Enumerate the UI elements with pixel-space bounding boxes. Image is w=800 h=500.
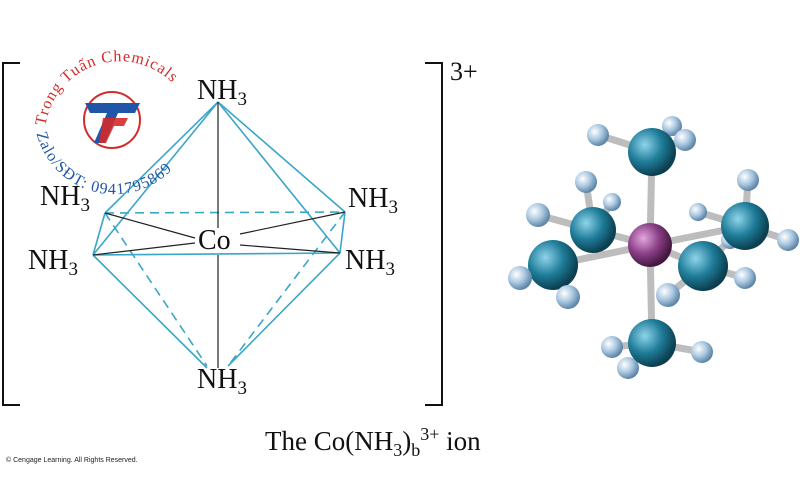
center-atom-label: Co xyxy=(198,225,231,256)
nitrogen-atoms xyxy=(570,128,769,367)
ligand-label-upper-right: NH3 xyxy=(348,183,398,218)
diagram-caption: The Co(NH3)b3+ ion xyxy=(265,424,481,460)
copyright-notice: © Cengage Learning. All Rights Reserved. xyxy=(6,457,138,464)
ligand-label-bottom: NH3 xyxy=(197,364,247,399)
ball-and-stick-model xyxy=(508,116,799,379)
ligand-label-top: NH3 xyxy=(197,75,247,110)
watermark-logo: Trong Tuấn Chemicals Zalo/SĐT: 094179586… xyxy=(33,48,181,198)
octahedron-solid-edges xyxy=(92,101,346,369)
hydrogen-atoms-back xyxy=(575,116,759,379)
nitrogen-atoms-front xyxy=(528,240,728,291)
ion-charge: 3+ xyxy=(450,57,478,86)
ligand-label-upper-left: NH3 xyxy=(40,181,90,216)
hydrogen-atoms-front xyxy=(508,129,799,363)
left-bracket xyxy=(2,62,20,406)
cobalt-atom xyxy=(628,223,672,267)
ligand-label-lower-left: NH3 xyxy=(28,245,78,280)
right-bracket xyxy=(425,62,443,406)
octahedron-dashed-edges xyxy=(104,211,346,367)
co-n-bonds xyxy=(92,102,346,368)
ligand-label-lower-right: NH3 xyxy=(345,245,395,280)
